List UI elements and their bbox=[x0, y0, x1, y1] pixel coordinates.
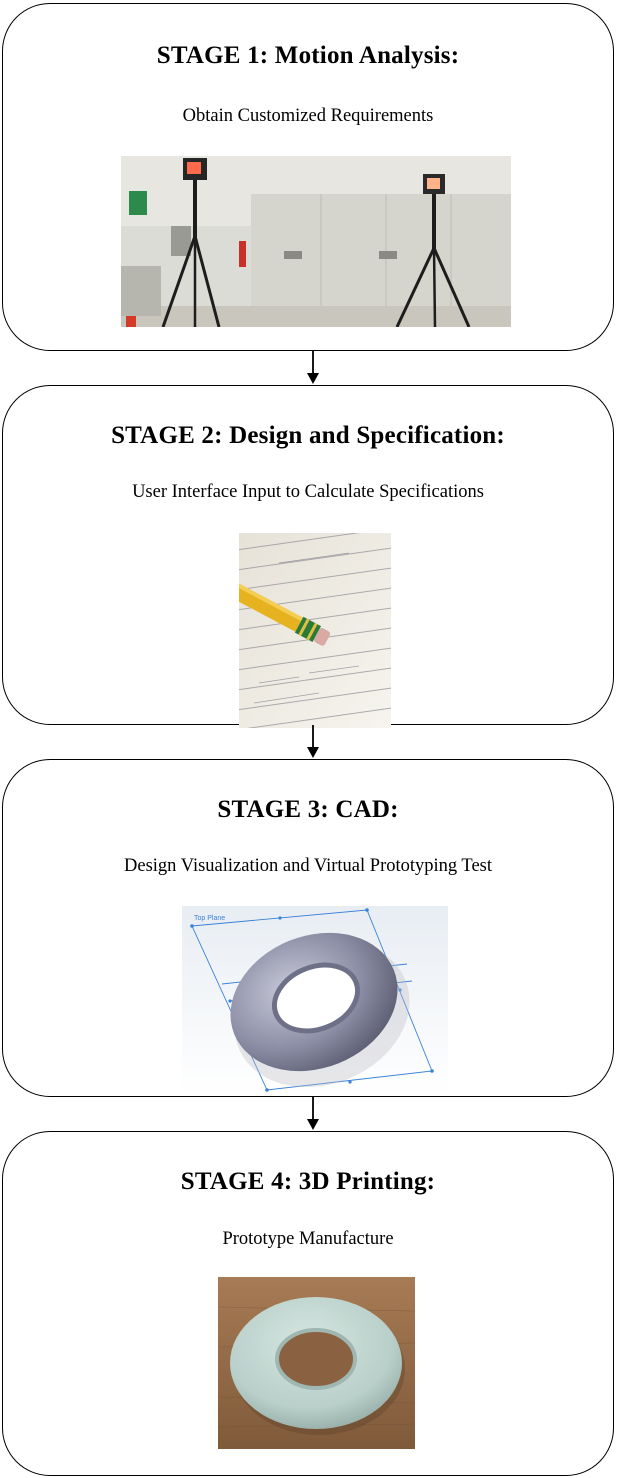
motion-capture-cameras-photo bbox=[121, 156, 511, 327]
arrow-down-icon bbox=[307, 1097, 319, 1130]
stage-2-title: STAGE 2: Design and Specification: bbox=[111, 422, 505, 449]
stage-2-subtitle: User Interface Input to Calculate Specif… bbox=[132, 482, 484, 502]
stage-1-title: STAGE 1: Motion Analysis: bbox=[156, 42, 460, 69]
stage-3-box: STAGE 3: CAD: Design Visualization and V… bbox=[2, 759, 614, 1097]
pencil-on-paper-photo bbox=[239, 533, 391, 728]
stage-2-box: STAGE 2: Design and Specification: User … bbox=[2, 385, 614, 728]
arrow-down-icon bbox=[307, 725, 319, 758]
stage-3-subtitle: Design Visualization and Virtual Prototy… bbox=[124, 856, 492, 876]
stage-1-box: STAGE 1: Motion Analysis: Obtain Customi… bbox=[2, 3, 614, 351]
arrow-down-icon bbox=[307, 351, 319, 384]
stage-4-title: STAGE 4: 3D Printing: bbox=[180, 1168, 436, 1195]
stage-3-title: STAGE 3: CAD: bbox=[217, 796, 399, 823]
top-plane-label: Top Plane bbox=[194, 915, 225, 922]
cad-torus-render: Top Plane bbox=[182, 906, 448, 1094]
stage-4-box: STAGE 4: 3D Printing: Prototype Manufact… bbox=[2, 1131, 614, 1476]
stage-1-subtitle: Obtain Customized Requirements bbox=[182, 106, 434, 126]
stage-4-subtitle: Prototype Manufacture bbox=[222, 1229, 394, 1249]
printed-torus-photo bbox=[218, 1277, 415, 1449]
